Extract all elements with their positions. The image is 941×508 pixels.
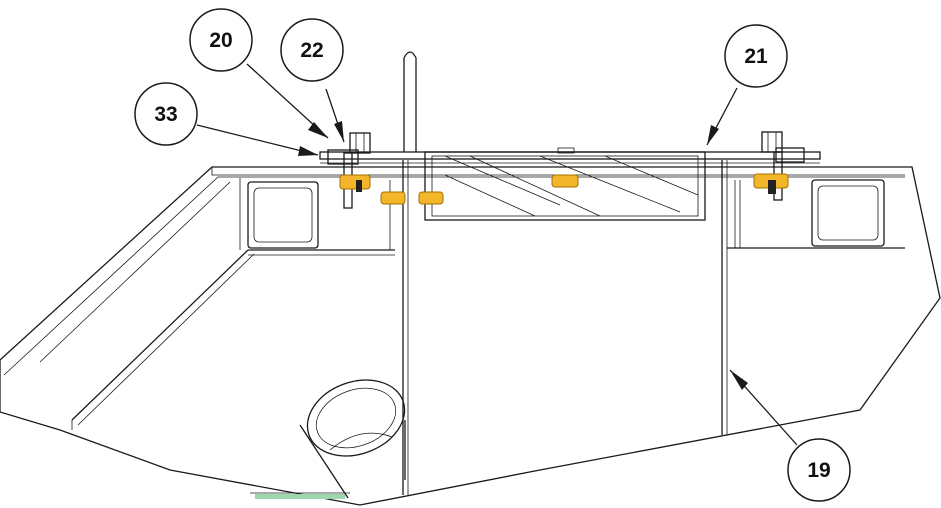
callout-label: 21 xyxy=(744,45,768,68)
pipe xyxy=(250,379,406,499)
center-hatched-box xyxy=(424,147,706,221)
callout-20: 20 xyxy=(189,8,253,72)
callout-label: 20 xyxy=(209,29,232,52)
left-slope-panel xyxy=(39,181,395,430)
callout-label: 19 xyxy=(807,459,830,482)
leader-lines xyxy=(196,63,798,446)
callout-19: 19 xyxy=(787,438,851,502)
right-bolt-assembly xyxy=(761,131,805,201)
vertical-rod xyxy=(403,51,417,152)
hull-outline xyxy=(0,166,941,506)
center-posts xyxy=(389,160,741,495)
top-rails xyxy=(319,151,821,164)
clips xyxy=(339,173,789,205)
clip xyxy=(380,191,406,205)
right-square-tube xyxy=(727,179,905,249)
clip xyxy=(339,174,371,190)
clip xyxy=(551,174,579,188)
callout-22: 22 xyxy=(280,18,344,82)
left-bolt-assembly xyxy=(327,132,371,209)
callout-label: 33 xyxy=(154,103,177,126)
callout-21: 21 xyxy=(724,24,788,88)
callout-33: 33 xyxy=(134,82,198,146)
left-square-tube xyxy=(239,178,319,250)
callout-label: 22 xyxy=(300,39,323,62)
clip xyxy=(418,191,444,205)
